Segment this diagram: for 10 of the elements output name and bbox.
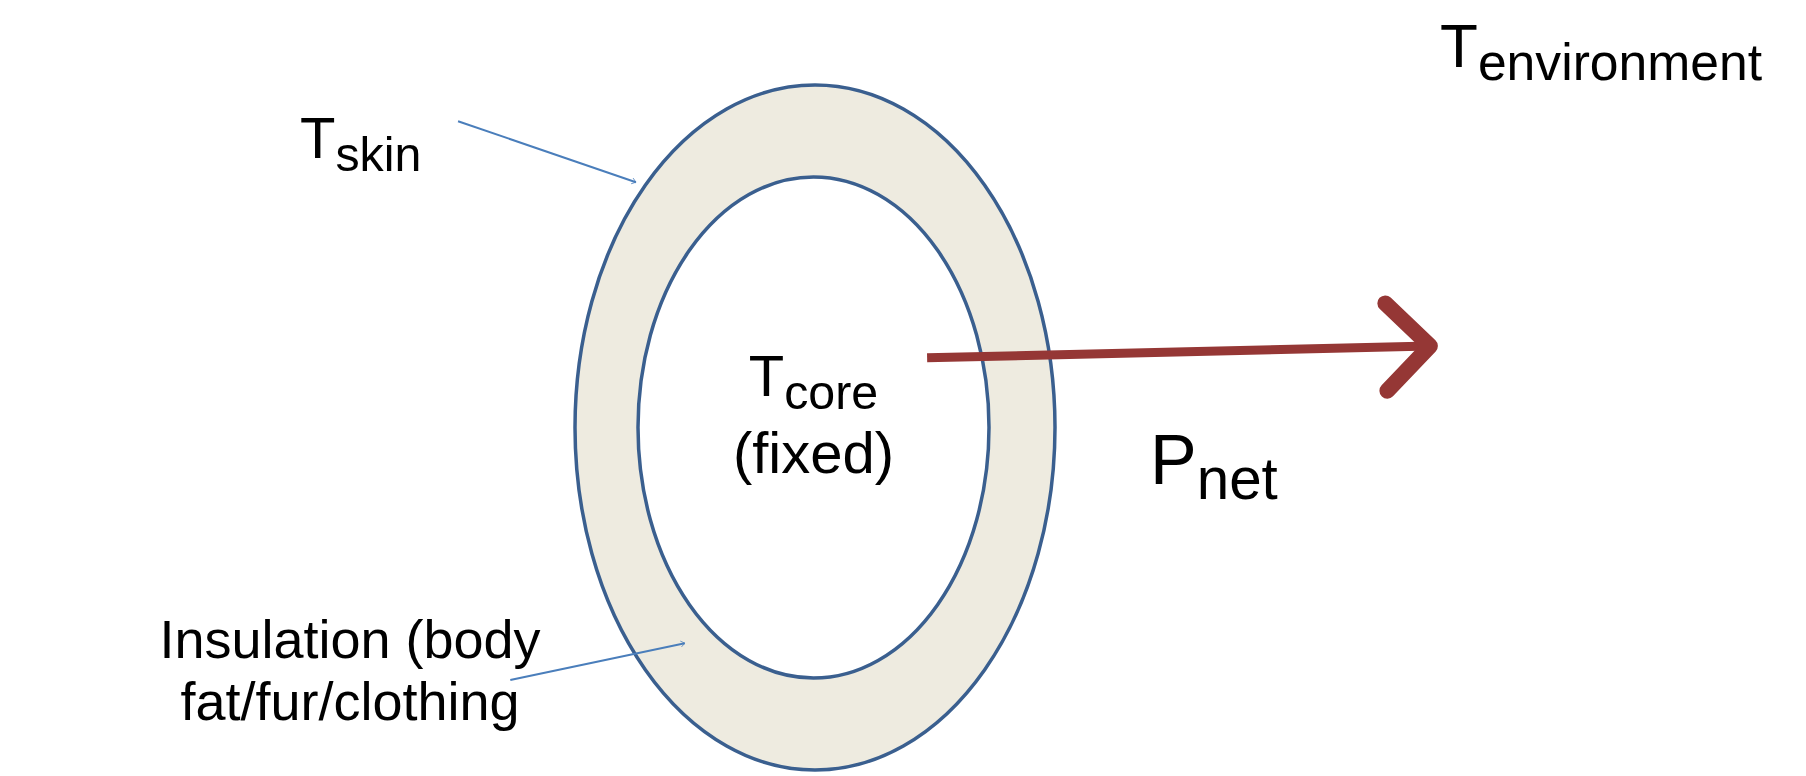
leader-label: Insulation (body fat/fur/clothing <box>158 608 542 733</box>
leader-line <box>509 640 686 682</box>
environment-label: T$_{environment}$ <box>1440 10 1763 93</box>
ring-ellipse <box>573 83 1057 772</box>
core-ellipse <box>636 175 991 680</box>
leader-line <box>457 120 637 185</box>
core-label: T$_{core}$ (fixed) <box>731 342 896 487</box>
edge-label: P$_{net}$ <box>1150 420 1278 513</box>
heat-flow-arrow <box>927 295 1438 399</box>
leader-label: T$_{skin}$ <box>300 105 423 183</box>
